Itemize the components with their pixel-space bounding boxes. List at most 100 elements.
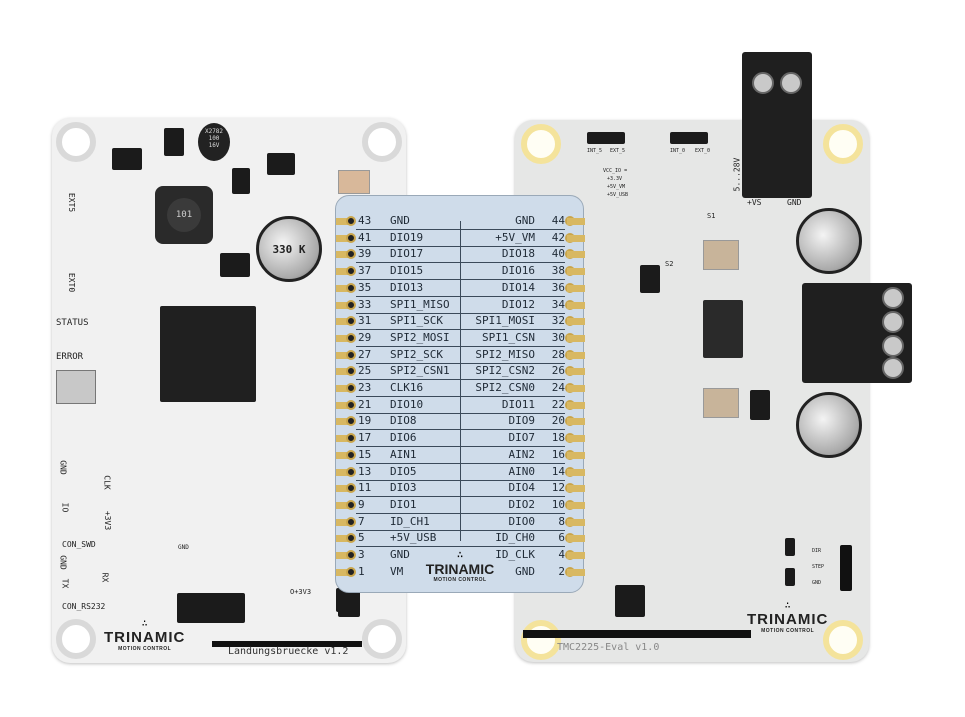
gold-pad bbox=[567, 418, 585, 426]
gold-pad bbox=[336, 334, 354, 342]
power-terminal-block[interactable] bbox=[742, 52, 812, 198]
pin-number: 37 bbox=[358, 264, 372, 278]
gold-pad bbox=[567, 518, 585, 526]
pin-label: DIO4 bbox=[508, 481, 536, 495]
pin-number: 5 bbox=[358, 531, 365, 545]
mount-hole bbox=[823, 620, 863, 660]
gold-pad bbox=[336, 318, 354, 326]
power-range-label: 5...28V bbox=[732, 157, 742, 192]
pin-row: 5 +5V_USB ID_CH0 6 bbox=[336, 530, 585, 548]
eeprom-chip bbox=[615, 585, 645, 617]
gold-pad bbox=[336, 234, 354, 242]
via bbox=[346, 499, 356, 510]
pin-label: GND bbox=[515, 214, 535, 227]
gold-pad bbox=[567, 234, 585, 242]
pin-header[interactable] bbox=[840, 545, 852, 591]
pin-number: 2 bbox=[558, 564, 565, 578]
transistor bbox=[785, 538, 795, 556]
tmc2225-driver-chip bbox=[703, 300, 743, 358]
pin-number: 14 bbox=[551, 464, 565, 478]
pin-number: 25 bbox=[358, 364, 372, 378]
gnd-label: GND bbox=[787, 198, 802, 207]
logo-text: TRINAMIC bbox=[425, 561, 495, 577]
pin-number: 20 bbox=[551, 414, 565, 428]
gold-pad bbox=[567, 385, 585, 392]
pin-number: 21 bbox=[358, 397, 372, 411]
v33-label: O+3V3 bbox=[290, 588, 312, 596]
pin-label: AIN2 bbox=[508, 447, 536, 461]
inductor-marking: 101 bbox=[167, 198, 201, 232]
logo-subtext: MOTION CONTROL bbox=[761, 628, 815, 634]
via bbox=[346, 449, 356, 460]
transistor bbox=[785, 568, 795, 586]
pin-number: 4 bbox=[558, 548, 565, 561]
pin-label: +5V_USB bbox=[390, 531, 437, 545]
gold-pad bbox=[336, 435, 354, 443]
pin-number: 29 bbox=[358, 330, 372, 344]
usb-mini-connector[interactable] bbox=[56, 370, 96, 404]
rs232-pin-tx: TX bbox=[60, 578, 70, 589]
via bbox=[346, 416, 356, 427]
header-gnd-label: GND bbox=[812, 580, 822, 586]
pin-label: DIO6 bbox=[390, 431, 417, 445]
pin-number: 13 bbox=[358, 464, 372, 478]
s1-label: S1 bbox=[707, 212, 716, 220]
silk-bar bbox=[212, 641, 362, 647]
pin-number: 32 bbox=[551, 314, 565, 328]
jumper-2[interactable] bbox=[670, 132, 708, 144]
adapter-board: 43 GND GND 44 41 DIO19 +5V_VM 42 39 DIO1… bbox=[335, 195, 585, 593]
pin-number: 1 bbox=[358, 564, 365, 578]
logo-text: TRINAMIC bbox=[747, 611, 829, 628]
pin-row: 13 DIO5 AIN0 14 bbox=[336, 464, 585, 481]
mount-hole bbox=[362, 619, 402, 659]
ic bbox=[232, 168, 250, 194]
via bbox=[346, 349, 356, 360]
vcc-option: +5V_VM bbox=[607, 184, 626, 190]
pin-label: DIO13 bbox=[390, 280, 424, 294]
pin-label: DIO5 bbox=[390, 464, 417, 478]
pin-number: 36 bbox=[551, 280, 565, 294]
pin-label: SPI1_CSN bbox=[482, 330, 535, 344]
pin-number: 27 bbox=[358, 347, 372, 361]
pin-number: 22 bbox=[551, 397, 565, 411]
gold-pad bbox=[336, 485, 354, 493]
pin-label: ID_CH0 bbox=[495, 531, 535, 545]
swd-pin-io: IO bbox=[60, 502, 70, 513]
motor-terminal-block[interactable] bbox=[802, 283, 912, 383]
pin-label: SPI1_SCK bbox=[390, 314, 443, 328]
gold-pad bbox=[567, 552, 585, 559]
rs232-pin-rx: RX bbox=[100, 572, 110, 583]
trinamic-logo-adapter: ∴ TRINAMIC MOTION CONTROL bbox=[424, 548, 496, 584]
jumper-1[interactable] bbox=[587, 132, 625, 144]
pin-number: 10 bbox=[551, 497, 565, 511]
pin-row: 33 SPI1_MISO DIO12 34 bbox=[336, 297, 585, 314]
pin-number: 24 bbox=[551, 381, 565, 394]
inductor: 101 bbox=[155, 186, 213, 244]
gold-pad bbox=[336, 368, 354, 376]
con-rs232-label: CON_RS232 bbox=[62, 602, 106, 611]
mount-hole bbox=[56, 122, 96, 162]
gold-pad bbox=[336, 451, 354, 459]
pin-label: DIO19 bbox=[390, 230, 424, 244]
pin-number: 38 bbox=[551, 264, 565, 278]
silk-bar bbox=[523, 630, 751, 638]
current-sense-resistor bbox=[703, 388, 739, 418]
crystal bbox=[338, 170, 370, 194]
screw-icon bbox=[752, 72, 774, 94]
error-label: ERROR bbox=[56, 352, 84, 362]
jumper-label: EXT_0 bbox=[695, 148, 711, 154]
gold-pad bbox=[336, 468, 354, 476]
via bbox=[346, 433, 356, 444]
electrolytic-capacitor: 330 K bbox=[256, 216, 322, 282]
via bbox=[346, 550, 356, 560]
gold-pad bbox=[567, 351, 585, 359]
pin-number: 6 bbox=[558, 531, 565, 545]
pin-label: ID_CH1 bbox=[390, 514, 430, 528]
mount-hole bbox=[823, 124, 863, 164]
trinamic-triangle-icon: ∴ bbox=[456, 548, 464, 561]
gold-pad bbox=[567, 268, 585, 276]
jumper-label: EXT_5 bbox=[610, 148, 626, 154]
pin-label: SPI2_CSN1 bbox=[390, 364, 450, 378]
jumper-label: INT_0 bbox=[670, 148, 686, 154]
pin-number: 41 bbox=[358, 230, 372, 244]
